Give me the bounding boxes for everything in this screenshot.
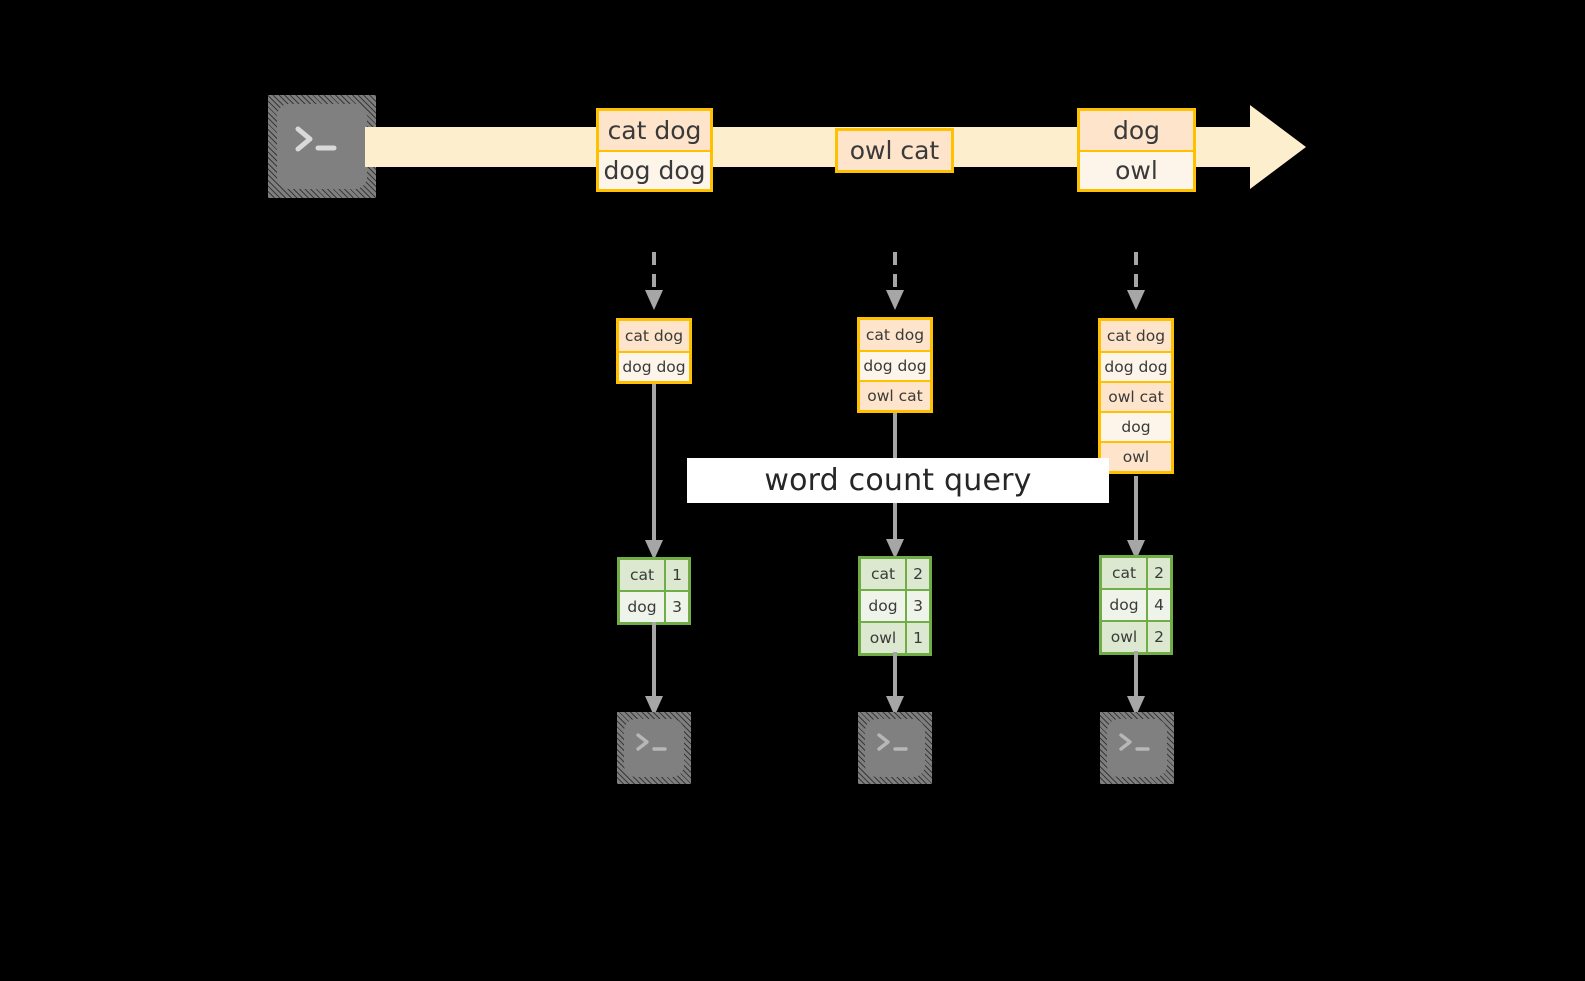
stream-tap-arrow-3 — [1127, 252, 1145, 310]
query-arrow-1 — [645, 384, 663, 560]
sink-arrow-1 — [645, 622, 663, 716]
record-line: dog — [1080, 111, 1193, 150]
record-line: dog dog — [619, 351, 689, 381]
record-line: owl cat — [860, 380, 930, 410]
source-terminal — [268, 95, 376, 198]
stream-tap-arrow-2 — [886, 252, 904, 310]
sink-arrow-2 — [886, 652, 904, 716]
snapshot-3-sink-terminal — [1100, 712, 1174, 784]
table-row: dog 4 — [1102, 588, 1170, 620]
count-cell: 3 — [905, 591, 929, 621]
record-line: dog dog — [1101, 351, 1171, 381]
table-row: cat 1 — [620, 560, 688, 590]
record-line: dog dog — [599, 150, 710, 189]
snapshot-1-sink-terminal — [617, 712, 691, 784]
record-line: cat dog — [619, 321, 689, 351]
snapshot-3-result: cat 2 dog 4 owl 2 — [1099, 555, 1173, 655]
record-line: dog dog — [860, 350, 930, 380]
count-cell: 1 — [664, 560, 688, 590]
stream-record-2: owl cat — [835, 128, 954, 173]
record-line: owl — [1101, 441, 1171, 471]
record-line: cat dog — [599, 111, 710, 150]
table-row: owl 2 — [1102, 620, 1170, 652]
table-row: cat 2 — [1102, 558, 1170, 588]
table-row: cat 2 — [861, 559, 929, 589]
word-cell: cat — [861, 559, 905, 589]
snapshot-1-result: cat 1 dog 3 — [617, 557, 691, 625]
snapshot-1-input: cat dog dog dog — [616, 318, 692, 384]
table-row: dog 3 — [861, 589, 929, 621]
count-cell: 2 — [905, 559, 929, 589]
word-cell: cat — [1102, 558, 1146, 588]
snapshot-2-sink-terminal — [858, 712, 932, 784]
table-row: dog 3 — [620, 590, 688, 622]
snapshot-2-input: cat dog dog dog owl cat — [857, 317, 933, 413]
word-cell: dog — [861, 591, 905, 621]
count-cell: 3 — [664, 592, 688, 622]
terminal-prompt-icon — [877, 733, 908, 751]
word-cell: dog — [1102, 590, 1146, 620]
query-banner: word count query — [687, 458, 1109, 503]
word-cell: owl — [861, 623, 905, 653]
snapshot-2-result: cat 2 dog 3 owl 1 — [858, 556, 932, 656]
record-line: owl — [1080, 150, 1193, 189]
count-cell: 2 — [1146, 558, 1170, 588]
word-cell: owl — [1102, 622, 1146, 652]
count-cell: 4 — [1146, 590, 1170, 620]
count-cell: 2 — [1146, 622, 1170, 652]
query-banner-label: word count query — [764, 463, 1032, 498]
record-line: cat dog — [1101, 321, 1171, 351]
query-arrow-3 — [1127, 476, 1145, 560]
record-line: dog — [1101, 411, 1171, 441]
stream-record-1: cat dog dog dog — [596, 108, 713, 192]
stream-record-3: dog owl — [1077, 108, 1196, 192]
terminal-prompt-icon — [1119, 733, 1150, 751]
terminal-prompt-icon — [295, 126, 337, 152]
count-cell: 1 — [905, 623, 929, 653]
word-cell: dog — [620, 592, 664, 622]
sink-arrow-3 — [1127, 651, 1145, 716]
snapshot-3-input: cat dog dog dog owl cat dog owl — [1098, 318, 1174, 474]
word-cell: cat — [620, 560, 664, 590]
terminal-prompt-icon — [636, 733, 667, 751]
record-line: cat dog — [860, 320, 930, 350]
stream-tap-arrow-1 — [645, 252, 663, 310]
record-line: owl cat — [1101, 381, 1171, 411]
record-line: owl cat — [838, 131, 951, 170]
table-row: owl 1 — [861, 621, 929, 653]
